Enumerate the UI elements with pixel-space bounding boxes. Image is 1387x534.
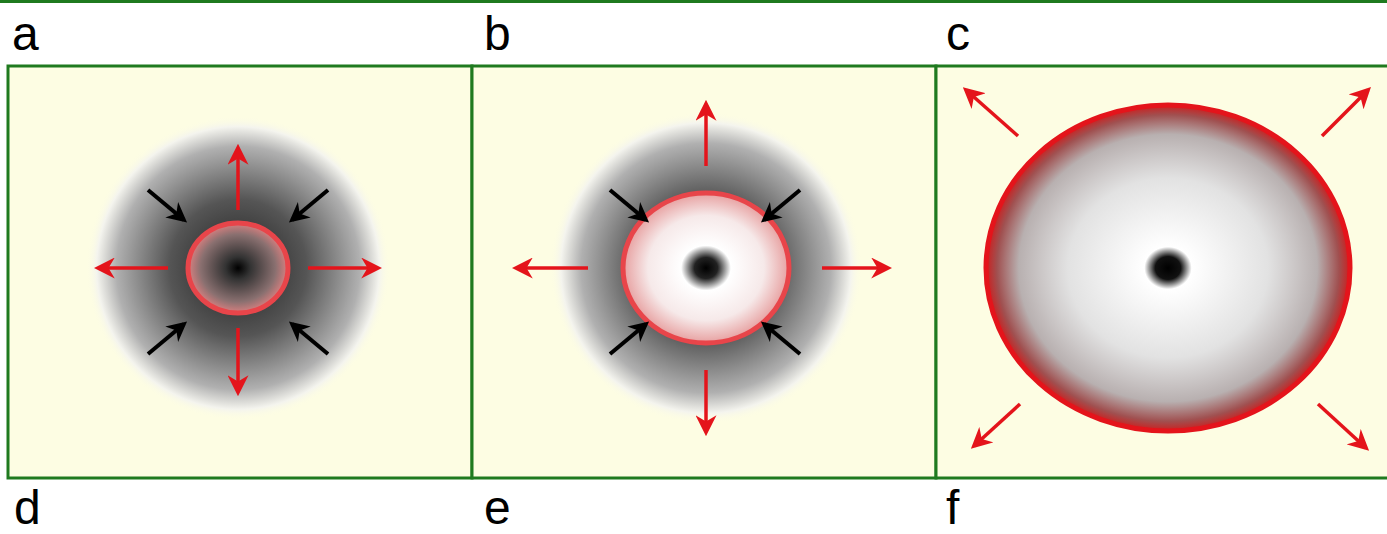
panel (936, 66, 1387, 478)
panel-letter: e (484, 484, 511, 532)
panel-letter: a (12, 10, 39, 58)
panel (8, 66, 472, 478)
expansion-arrows (966, 90, 1368, 448)
panel-letter: d (14, 484, 41, 532)
bubble (188, 223, 288, 313)
infall-arrows (148, 190, 328, 354)
panel-letter: c (946, 10, 970, 58)
gas-halo (86, 116, 390, 420)
bubble (623, 193, 789, 343)
panel-letter: f (946, 484, 959, 532)
infall-arrows (610, 190, 800, 354)
panel (472, 66, 936, 478)
bubble (986, 105, 1350, 431)
expansion-arrows (516, 104, 888, 432)
top-rule (0, 0, 1387, 3)
expansion-arrows (98, 148, 378, 392)
panel-letter: b (484, 10, 511, 58)
